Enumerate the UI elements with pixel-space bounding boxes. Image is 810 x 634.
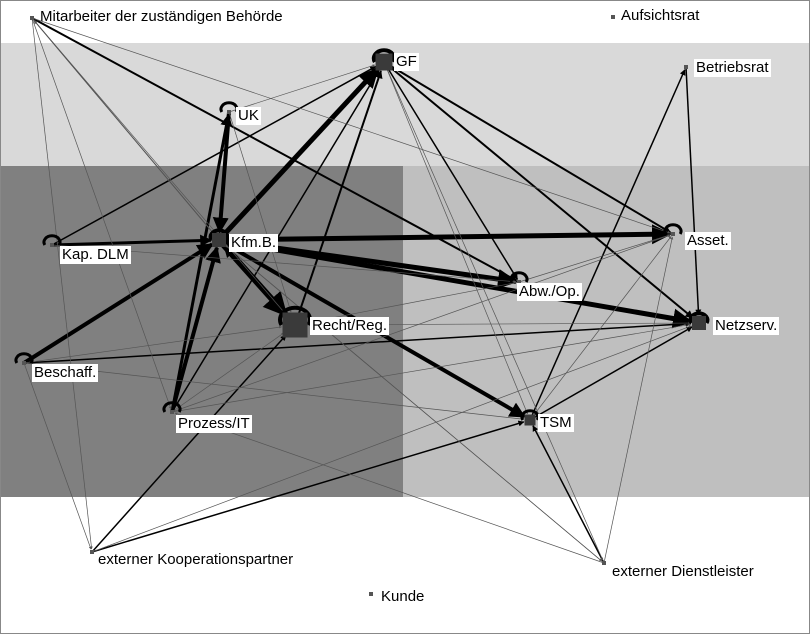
- node-label-kapdlm: Kap. DLM: [60, 246, 131, 264]
- edge-extkoop-to-recht: [91, 334, 287, 553]
- node-tsm[interactable]: [524, 414, 536, 426]
- edge-beschaff-to-extkoop: [23, 362, 92, 550]
- node-label-abwop: Abw./Op.: [517, 283, 582, 301]
- edge-uk-to-gf: [228, 64, 376, 113]
- node-label-beschaff: Beschaff.: [32, 364, 99, 382]
- edge-kapdlm-to-gf: [51, 65, 377, 246]
- edge-prozess-to-kfmb: [170, 246, 221, 413]
- node-label-recht: Recht/Reg.: [310, 317, 390, 335]
- edge-beschaff-to-tsm: [23, 362, 524, 421]
- self-loop-asset: [663, 223, 683, 235]
- node-beschaff[interactable]: [22, 361, 26, 365]
- edge-prozess-to-asset: [171, 234, 671, 413]
- node-kfmb[interactable]: [212, 233, 226, 247]
- edge-beschaff-to-recht: [23, 325, 282, 364]
- self-loop-prozess: [162, 401, 182, 413]
- edge-behoerde-to-asset: [31, 17, 671, 234]
- node-label-extdienst: externer Dienstleister: [612, 563, 754, 580]
- edge-kfmb-to-gf: [217, 67, 380, 242]
- edge-gf-to-netz: [383, 61, 694, 319]
- node-extdienst[interactable]: [602, 561, 606, 565]
- edge-abwop-to-asset: [518, 234, 671, 283]
- node-extkoop[interactable]: [90, 550, 94, 554]
- node-prozess[interactable]: [170, 410, 174, 414]
- edge-beschaff-to-netz: [23, 320, 692, 364]
- node-label-behoerde: Mitarbeiter der zuständigen Behörde: [40, 8, 283, 25]
- node-kunde[interactable]: [369, 592, 373, 596]
- node-uk[interactable]: [227, 110, 231, 114]
- edge-behoerde-to-prozess: [31, 17, 172, 410]
- self-loop-kfmb: [208, 228, 230, 242]
- edge-kapdlm-to-kfmb: [51, 234, 213, 247]
- edge-beschaff-to-kfmb: [22, 242, 214, 365]
- edge-behoerde-to-abwop: [31, 17, 518, 282]
- edge-tsm-to-betriebsrat: [529, 69, 686, 421]
- edge-kfmb-to-extdienst: [218, 239, 602, 562]
- node-recht[interactable]: [282, 312, 308, 338]
- node-label-gf: GF: [394, 53, 419, 71]
- edge-uk-to-kfmb: [212, 111, 231, 234]
- self-loop-tsm: [520, 409, 540, 421]
- edge-prozess-to-netz: [171, 323, 692, 413]
- node-label-prozess: Prozess/IT: [176, 415, 252, 433]
- self-loop-beschaff: [14, 352, 34, 364]
- edge-gf-to-tsm: [383, 61, 528, 415]
- edge-behoerde-to-extkoop: [31, 17, 93, 550]
- self-loop-recht: [278, 305, 312, 327]
- node-label-uk: UK: [236, 107, 261, 125]
- edge-prozess-to-recht: [171, 332, 285, 413]
- edge-extkoop-to-netz: [91, 325, 692, 553]
- edge-extdienst-to-prozess: [174, 412, 605, 564]
- edge-tsm-to-asset: [529, 236, 672, 421]
- edge-gf-to-asset: [383, 61, 672, 234]
- edge-prozess-to-uk: [170, 113, 233, 413]
- edge-extkoop-to-tsm: [91, 420, 525, 553]
- edge-recht-to-gf: [294, 70, 383, 326]
- edge-kfmb-to-asset: [218, 224, 673, 245]
- edge-gf-to-abwop: [383, 61, 519, 280]
- self-loop-netz: [688, 311, 710, 325]
- node-label-extkoop: externer Kooperationspartner: [98, 551, 294, 568]
- node-label-asset: Asset.: [685, 232, 731, 250]
- edge-behoerde-to-kfmb: [31, 17, 215, 235]
- node-abwop[interactable]: [517, 280, 521, 284]
- node-aufsichtsrat[interactable]: [611, 15, 615, 19]
- edge-betriebsrat-to-netz: [685, 66, 702, 316]
- node-behoerde[interactable]: [30, 16, 34, 20]
- edge-extdienst-to-tsm: [532, 425, 605, 564]
- edge-kfmb-to-netz: [218, 237, 694, 329]
- node-netz[interactable]: [692, 316, 706, 330]
- edge-gf-to-extdienst: [383, 61, 604, 561]
- edge-extdienst-to-asset: [603, 236, 674, 564]
- edge-uk-to-recht: [228, 111, 292, 313]
- node-label-aufsichtsrat: Aufsichtsrat: [621, 7, 700, 24]
- node-label-tsm: TSM: [538, 414, 574, 432]
- node-gf[interactable]: [375, 53, 393, 71]
- node-betriebsrat[interactable]: [684, 65, 688, 69]
- self-loop-abwop: [509, 271, 529, 283]
- node-label-betriebsrat: Betriebsrat: [694, 59, 771, 77]
- edge-abwop-to-recht: [307, 281, 520, 324]
- node-label-kfmb: Kfm.B.: [229, 234, 279, 252]
- node-kapdlm[interactable]: [50, 243, 54, 247]
- node-asset[interactable]: [671, 232, 675, 236]
- node-label-kunde: Kunde: [381, 588, 425, 605]
- edge-behoerde-to-recht: [31, 17, 287, 315]
- edge-tsm-to-netz: [529, 326, 693, 421]
- self-loop-kapdlm: [42, 234, 62, 246]
- node-label-netz: Netzserv.: [713, 317, 780, 335]
